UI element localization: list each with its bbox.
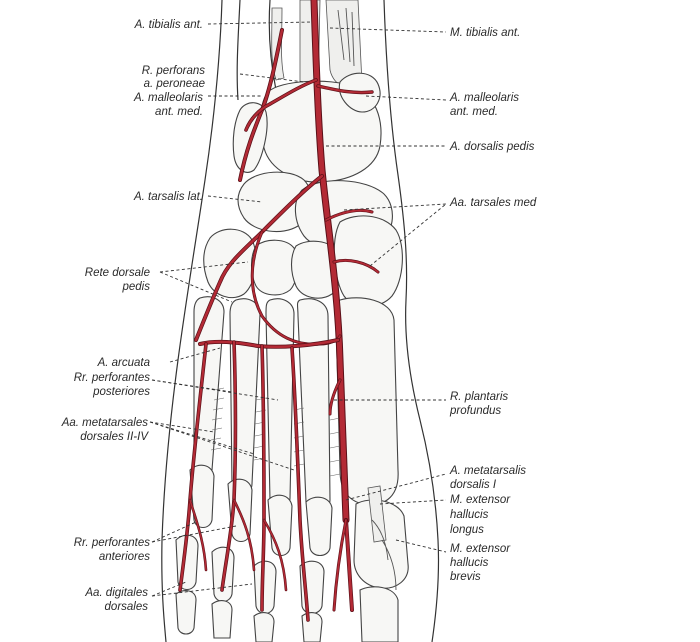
label-digitales-2: dorsales bbox=[105, 601, 149, 613]
label-plantaris-prof-1: R. plantaris bbox=[450, 391, 508, 403]
label-tarsalis-lat: A. tarsalis lat. bbox=[133, 191, 203, 203]
label-ext-longus-1: M. extensor bbox=[450, 494, 511, 506]
label-ext-brevis-2: hallucis bbox=[450, 557, 489, 569]
label-ext-longus-3: longus bbox=[450, 524, 484, 536]
phalanges bbox=[175, 464, 409, 642]
label-malleolaris-left-1: A. malleolaris bbox=[133, 92, 203, 104]
label-digitales-1: Aa. digitales bbox=[84, 587, 148, 599]
label-perforantes-post-1: Rr. perforantes bbox=[74, 372, 151, 384]
label-malleolaris-right-1: A. malleolaris bbox=[449, 92, 519, 104]
label-perforans-peroneae-2: a. peroneae bbox=[144, 78, 205, 90]
label-metatarsales-1: Aa. metatarsales bbox=[61, 417, 149, 429]
label-arcuata: A. arcuata bbox=[97, 357, 150, 369]
labels-right: M. tibialis ant. A. malleolaris ant. med… bbox=[449, 27, 537, 583]
label-perforantes-ant-2: anteriores bbox=[99, 551, 150, 563]
label-dorsalis-pedis: A. dorsalis pedis bbox=[449, 141, 535, 153]
label-perforantes-post-2: posteriores bbox=[92, 386, 150, 398]
label-m-tibialis-ant: M. tibialis ant. bbox=[450, 27, 520, 39]
label-plantaris-prof-2: profundus bbox=[449, 405, 501, 417]
label-ext-longus-2: hallucis bbox=[450, 509, 489, 521]
label-ext-brevis-1: M. extensor bbox=[450, 543, 511, 555]
tarsal-bones bbox=[203, 72, 403, 308]
label-metatarsalis-dors-1a: A. metatarsalis bbox=[449, 465, 526, 477]
foot-outline bbox=[161, 0, 440, 642]
label-malleolaris-right-2: ant. med. bbox=[450, 106, 498, 118]
label-rete-dorsale-1: Rete dorsale bbox=[85, 267, 150, 279]
label-tarsales-med: Aa. tarsales med bbox=[449, 197, 537, 209]
leader-lines bbox=[149, 21, 447, 597]
metatarsal-bones bbox=[193, 296, 399, 513]
label-perforans-peroneae-1: R. perforans bbox=[142, 65, 206, 77]
arteries bbox=[178, 0, 380, 622]
label-metatarsales-2: dorsales II-IV bbox=[80, 431, 149, 443]
label-tibialis-ant: A. tibialis ant. bbox=[134, 19, 203, 31]
labels-left: A. tibialis ant. R. perforans a. peronea… bbox=[61, 19, 206, 613]
label-perforantes-ant-1: Rr. perforantes bbox=[74, 537, 151, 549]
label-metatarsalis-dors-1b: dorsalis I bbox=[450, 479, 497, 491]
label-malleolaris-left-2: ant. med. bbox=[155, 106, 203, 118]
label-rete-dorsale-2: pedis bbox=[122, 281, 151, 293]
label-ext-brevis-3: brevis bbox=[450, 571, 481, 583]
